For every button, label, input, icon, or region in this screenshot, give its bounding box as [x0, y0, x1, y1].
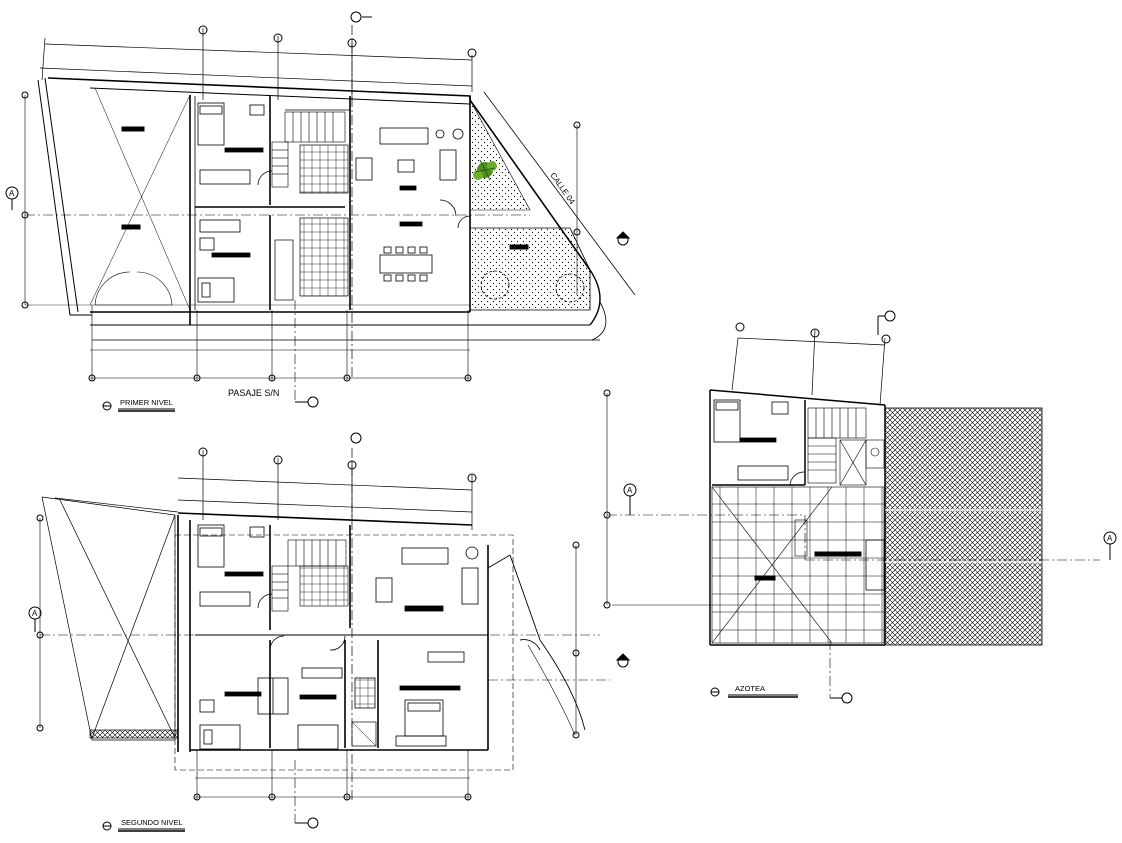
staircase: [271, 539, 349, 612]
bottom-dimension-lines: [90, 305, 470, 380]
bedroom-upper: [197, 524, 273, 609]
dining-table: [379, 199, 457, 282]
dotted-patio: [469, 227, 591, 311]
grid-bubble-icon: [198, 25, 208, 35]
section-mark-b-top-icon: [350, 432, 362, 800]
primer-nivel-plan: A CALLE 04 PASAJE S/N PRIMER NIVEL: [5, 11, 636, 412]
section-mark-letter: A: [32, 609, 38, 618]
bedroom-top: [197, 102, 273, 186]
pasaje-label: PASAJE S/N: [228, 388, 279, 398]
section-mark-b-bottom-icon: [294, 300, 319, 408]
azotea-title: AZOTEA: [710, 684, 798, 698]
garage-area: [37, 77, 191, 316]
section-mark-letter: A: [627, 486, 633, 495]
top-dimension-lines: [177, 450, 473, 530]
lower-roof: [41, 496, 179, 741]
grid-bubble-icon: [273, 33, 283, 43]
grid-bubble-icon: [467, 48, 477, 58]
section-mark-a-right-icon: [615, 653, 631, 668]
section-mark-a-left-icon: A: [623, 483, 637, 515]
dotted-garden: [469, 99, 531, 211]
plan-title: AZOTEA: [735, 684, 765, 693]
section-mark-b-bottom-icon: [294, 760, 319, 829]
top-dimension-lines: [39, 28, 473, 100]
section-mark-a-right-icon: [615, 231, 631, 246]
section-mark-b-bottom-icon: [829, 640, 853, 704]
bedroom-bottom: [197, 219, 251, 303]
section-mark-letter: A: [1107, 534, 1113, 543]
segundo-walls: [177, 512, 489, 752]
bottom-dimension-lines: [195, 750, 470, 800]
plan-title: PRIMER NIVEL: [120, 398, 173, 407]
living-furniture: [355, 127, 464, 191]
section-mark-a-left-icon: A: [5, 186, 19, 210]
staircase: [271, 111, 346, 188]
plan-title: SEGUNDO NIVEL: [121, 818, 183, 827]
master-bedroom: [351, 651, 465, 747]
bedrooms-lower: [199, 635, 346, 750]
segundo-nivel-plan: A SEGUNDO NIVEL: [28, 432, 631, 832]
calle-label: CALLE 04: [548, 171, 577, 206]
balcony: [487, 554, 586, 736]
terrace-tiles: [711, 486, 885, 644]
section-mark-letter: A: [9, 189, 15, 198]
terrace-diagonals: [711, 486, 833, 644]
azotea-room-furniture: [713, 399, 805, 487]
section-mark-a-left-icon: A: [28, 606, 42, 632]
primer-nivel-title: PRIMER NIVEL: [102, 398, 175, 412]
segundo-nivel-title: SEGUNDO NIVEL: [102, 818, 185, 832]
living-furniture: [375, 546, 479, 612]
primer-walls: [47, 77, 590, 326]
section-mark-b-top-icon: [877, 310, 896, 335]
section-mark-b-top-icon: [350, 11, 372, 380]
azotea-plan: A A AZOTEA: [603, 310, 1117, 704]
roof-hatch-area: [884, 407, 1043, 646]
section-mark-a-right-icon: A: [1103, 531, 1117, 560]
staircase: [807, 407, 885, 486]
top-dimension-lines: [731, 329, 886, 406]
tree-icon: [473, 159, 497, 181]
